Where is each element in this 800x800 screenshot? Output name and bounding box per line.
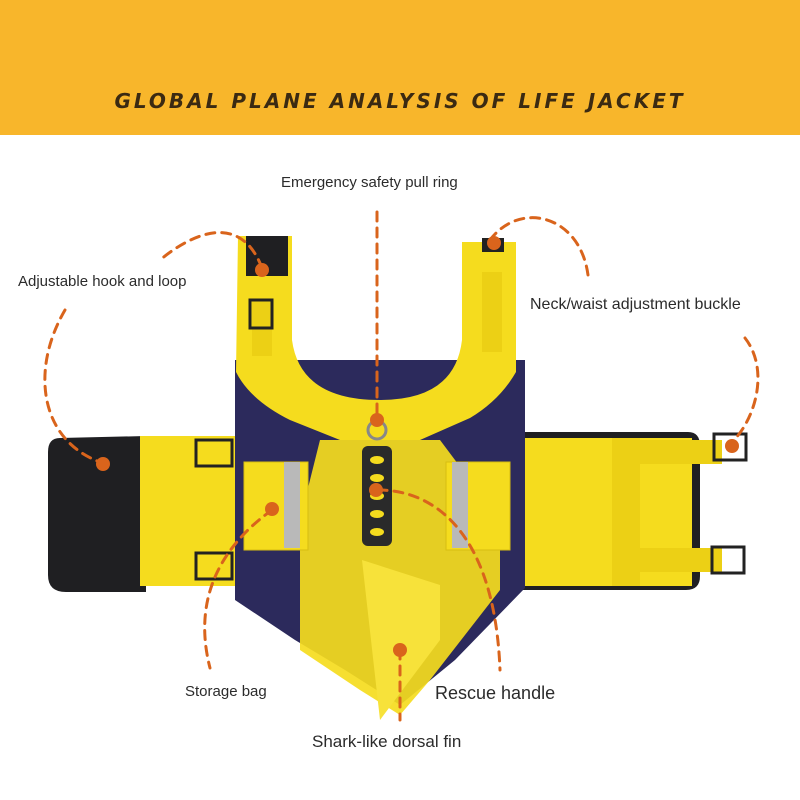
dot-hook-loop <box>255 263 269 277</box>
label-storage-bag: Storage bag <box>185 683 267 700</box>
dot-rescue-handle <box>369 483 383 497</box>
left-lower-buckle <box>194 551 234 581</box>
leader-hook-loop-arc <box>158 231 264 270</box>
left-belly-flap <box>48 436 146 592</box>
left-neck-buckle <box>248 298 274 330</box>
handle-mark-1 <box>370 456 384 464</box>
handle-mark-4 <box>370 510 384 518</box>
leader-buckle-right <box>730 336 760 444</box>
left-reflective-strip <box>284 462 300 548</box>
right-vertical-strap <box>612 438 640 586</box>
label-rescue-handle: Rescue handle <box>435 683 556 703</box>
right-reflective-strip <box>452 462 468 548</box>
page-title: GLOBAL PLANE ANALYSIS OF LIFE JACKET <box>114 89 686 113</box>
leader-storage-bag <box>203 508 274 670</box>
right-lower-buckle <box>710 545 746 575</box>
jacket-yellow-collar <box>236 236 516 440</box>
handle-mark-2 <box>370 474 384 482</box>
label-neck-waist-buckle: Neck/waist adjustment buckle <box>530 296 741 313</box>
dorsal-fin-shape <box>362 560 440 720</box>
label-adjustable-hook-loop: Adjustable hook and loop <box>18 273 187 290</box>
left-upper-buckle <box>194 438 234 468</box>
dot-dorsal-fin <box>393 643 407 657</box>
dot-storage-bag <box>265 502 279 516</box>
label-emergency-pull-ring: Emergency safety pull ring <box>281 174 458 191</box>
leader-buckle-top <box>488 216 590 277</box>
label-dorsal-fin: Shark-like dorsal fin <box>312 732 462 751</box>
leader-rescue-handle <box>376 488 502 672</box>
leader-hook-loop-left <box>43 308 102 464</box>
dot-left-flap <box>96 457 110 471</box>
dot-pull-ring <box>370 413 384 427</box>
right-upper-buckle <box>712 432 748 462</box>
header-banner: GLOBAL PLANE ANALYSIS OF LIFE JACKET <box>0 0 800 135</box>
right-neck-strap-band <box>482 272 502 352</box>
dot-side-buckle <box>725 439 739 453</box>
handle-mark-5 <box>370 528 384 536</box>
dot-neck-buckle <box>487 236 501 250</box>
